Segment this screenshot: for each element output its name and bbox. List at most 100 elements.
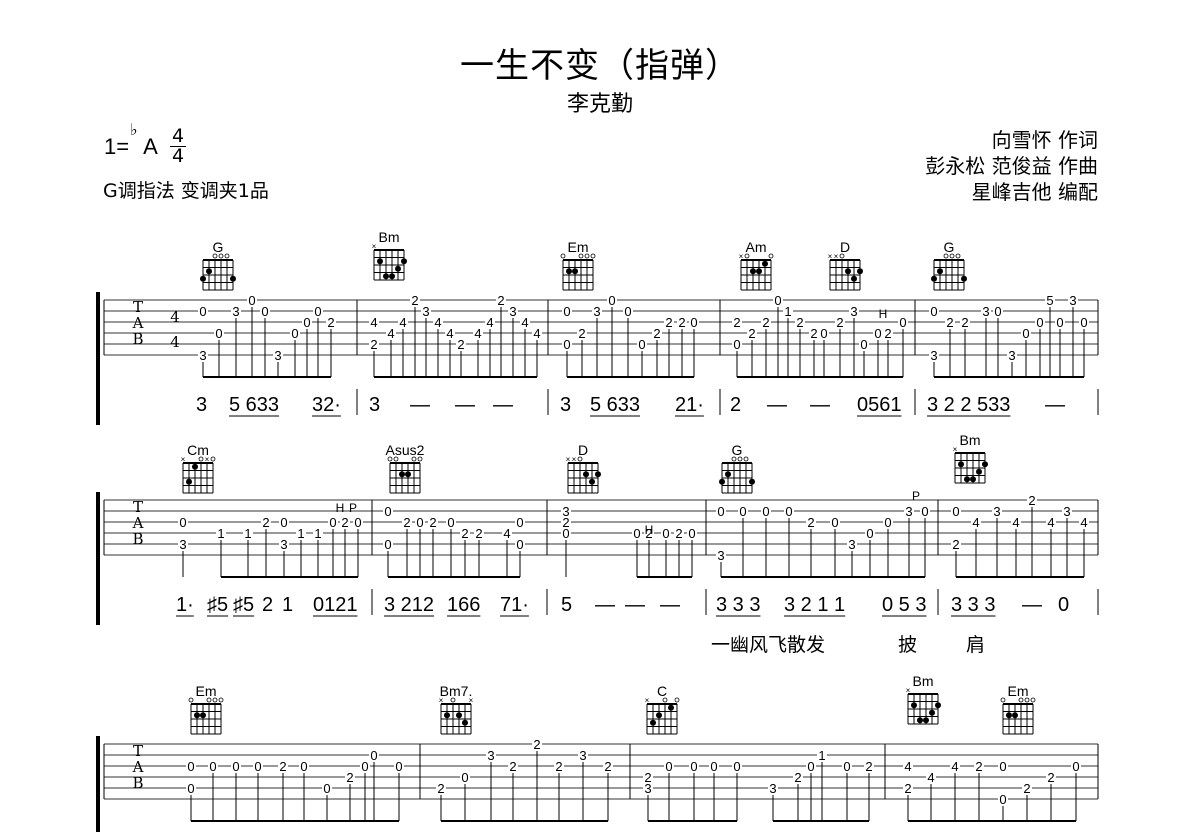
credit-arranger: 星峰吉他 编配 [971, 180, 1098, 204]
fret-number: 2 [578, 326, 585, 341]
fret-number: 3 [993, 504, 1000, 519]
jianpu-note: 166 [447, 594, 480, 616]
song-title: 一生不变（指弹） [460, 46, 740, 86]
credit-composer: 彭永松 范俊益 作曲 [925, 154, 1098, 178]
fret-number: 1 [784, 304, 791, 319]
fret-number: 2 [884, 326, 891, 341]
fret-number: 1 [818, 748, 825, 763]
fret-number: 0 [314, 304, 321, 319]
chord-name: Am [746, 239, 767, 255]
fret-number: 0 [370, 748, 377, 763]
finger-dot-icon [583, 471, 589, 478]
open-string-icon [393, 456, 399, 462]
fret-number: 0 [633, 526, 640, 541]
fret-number: 2 [675, 526, 682, 541]
chord-name: Bm7. [440, 683, 473, 699]
finger-dot-icon [572, 268, 578, 275]
fret-number: 0 [1072, 759, 1079, 774]
finger-dot-icon [725, 471, 731, 478]
finger-dot-icon [186, 478, 192, 485]
chord-diagram: Bm7.×× [439, 683, 474, 735]
finger-dot-icon [976, 468, 982, 475]
muted-string-icon: × [834, 252, 839, 261]
finger-dot-icon [964, 476, 970, 483]
technique-mark: P [912, 489, 920, 503]
fret-number: 0 [1022, 326, 1029, 341]
lyric-text: 一幽风飞散发 [711, 634, 825, 656]
finger-dot-icon [762, 260, 768, 267]
fret-number: 2 [644, 770, 651, 785]
fret-number: 0 [762, 504, 769, 519]
chord-name: G [213, 239, 224, 255]
chord-name: D [578, 442, 588, 458]
fret-number: 4 [927, 770, 934, 785]
fret-number: 0 [232, 759, 239, 774]
finger-dot-icon [982, 461, 988, 468]
jianpu-note: 3 2 1 1 [784, 594, 845, 616]
tab-clef-letter: A [132, 514, 144, 532]
open-string-icon [560, 253, 566, 259]
tab-clef-letter: A [132, 758, 144, 776]
open-string-icon [744, 253, 750, 259]
time-signature: 4 4 [170, 127, 186, 166]
open-string-icon [1030, 697, 1036, 703]
fret-number: 0 [199, 304, 206, 319]
fret-number: 0 [690, 315, 697, 330]
fret-number: 0 [384, 537, 391, 552]
fret-number: 0 [248, 293, 255, 308]
fret-number: 5 [1046, 293, 1053, 308]
finger-dot-icon [1006, 712, 1012, 719]
fret-number: 0 [384, 504, 391, 519]
fret-number: 4 [1080, 515, 1087, 530]
muted-string-icon: × [953, 445, 958, 454]
fret-number: 0 [291, 326, 298, 341]
muted-string-icon: × [469, 696, 474, 705]
finger-dot-icon [383, 273, 389, 280]
fret-number: 2 [678, 315, 685, 330]
fret-number: 0 [416, 515, 423, 530]
fret-number: 0 [624, 304, 631, 319]
jianpu-note: 0 5 3 [882, 594, 926, 616]
chord-name: Em [568, 239, 589, 255]
chord-diagram: Em [188, 683, 224, 735]
open-string-icon [1018, 697, 1024, 703]
fret-number: 0 [860, 337, 867, 352]
system-bracket [96, 736, 100, 832]
finger-dot-icon [589, 478, 595, 485]
muted-string-icon: × [572, 455, 577, 464]
finger-dot-icon [935, 702, 941, 709]
finger-dot-icon [656, 712, 662, 719]
finger-dot-icon [230, 275, 236, 282]
chord-name: Bm [379, 229, 400, 245]
open-string-icon [1024, 697, 1030, 703]
fret-number: 0 [300, 759, 307, 774]
fret-number: 2 [653, 326, 660, 341]
finger-dot-icon [911, 702, 917, 709]
tab-time-signature: 4 [170, 308, 180, 326]
fret-number: 2 [975, 759, 982, 774]
muted-string-icon: × [739, 252, 744, 261]
finger-dot-icon [192, 463, 198, 470]
open-string-icon [662, 697, 668, 703]
fret-number: 2 [327, 315, 334, 330]
chord-name: Bm [913, 673, 934, 689]
fret-number: 4 [446, 326, 453, 341]
jianpu-note: 32· [312, 394, 341, 416]
finger-dot-icon [937, 268, 943, 275]
fret-number: 0 [280, 515, 287, 530]
fret-number: 0 [952, 504, 959, 519]
fret-number: 3 [274, 348, 281, 363]
fret-number: 0 [361, 759, 368, 774]
fret-number: 0 [710, 759, 717, 774]
finger-dot-icon [719, 478, 725, 485]
jianpu-note: 3 [369, 394, 380, 416]
fret-number: 3 [179, 537, 186, 552]
fret-number: 2 [457, 337, 464, 352]
fret-number: 3 [769, 781, 776, 796]
fret-number: 4 [904, 759, 911, 774]
muted-string-icon: × [181, 455, 186, 464]
tab-time-signature: 4 [170, 333, 180, 351]
finger-dot-icon [931, 275, 937, 282]
finger-dot-icon [595, 471, 601, 478]
fret-number: 2 [411, 293, 418, 308]
